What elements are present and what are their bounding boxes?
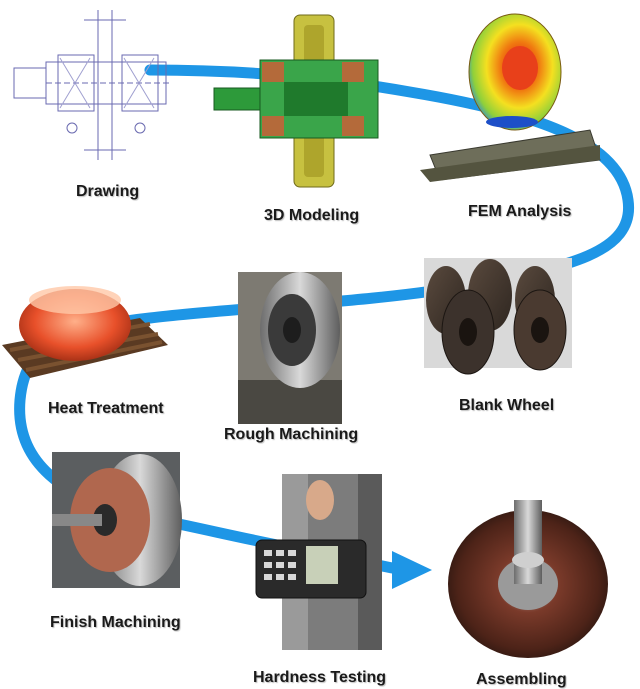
step-label-hardness-testing: Hardness Testing — [253, 669, 387, 686]
step-label-rough-machining: Rough Machining — [224, 426, 359, 443]
rough-machining-image — [238, 272, 342, 424]
finish-machining-image — [52, 452, 182, 588]
flow-arrowhead — [392, 551, 432, 589]
3d-model-image — [213, 14, 379, 188]
heat-treatment-image — [2, 286, 168, 378]
blank-wheel-image — [424, 258, 572, 375]
step-label-heat-treatment: Heat Treatment — [48, 400, 164, 417]
assembling-image — [448, 500, 608, 658]
step-label-finish-machining: Finish Machining — [50, 614, 181, 631]
fem-analysis-image — [420, 13, 601, 182]
step-label-fem-analysis: FEM Analysis — [468, 203, 572, 220]
drawing-image — [13, 10, 170, 160]
step-label-3d-modeling: 3D Modeling — [264, 207, 360, 224]
step-label-blank-wheel: Blank Wheel — [459, 397, 555, 414]
step-label-drawing: Drawing — [76, 183, 140, 200]
hardness-testing-image — [255, 474, 382, 650]
step-label-assembling: Assembling — [476, 671, 567, 688]
